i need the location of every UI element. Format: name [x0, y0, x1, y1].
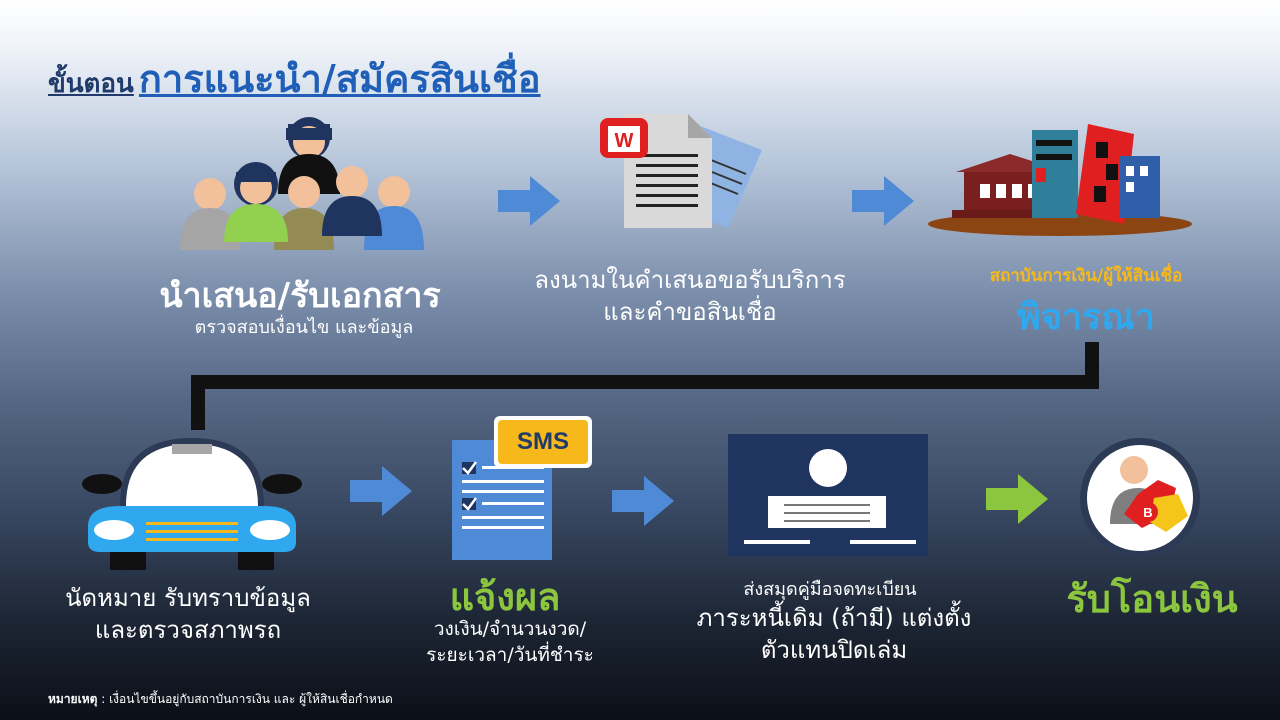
car-icon — [82, 438, 302, 570]
registration-book-icon — [728, 434, 928, 556]
step1-subtitle: ตรวจสอบเงื่อนไข และข้อมูล — [194, 317, 414, 338]
checklist-sms-icon — [452, 416, 592, 560]
footnote: หมายเหตุ : เงื่อนไขขึ้นอยู่กับสถาบันการเ… — [48, 690, 393, 709]
step6-line1: ส่งสมุดคู่มือจดทะเบียน — [743, 579, 917, 600]
connector-line — [191, 342, 1099, 430]
step6-line3: ตัวแทนปิดเล่ม — [760, 636, 908, 664]
arrow-right-icon — [986, 474, 1048, 524]
bank-building-icon — [928, 124, 1192, 236]
step3-small: สถาบันการเงิน/ผู้ให้สินเชื่อ — [989, 266, 1183, 286]
step2-line1: ลงนามในคำเสนอขอรับบริการ — [534, 266, 846, 294]
step7-title: รับโอนเงิน — [1066, 577, 1238, 621]
money-transfer-icon: B — [1080, 438, 1200, 558]
step5-title: แจ้งผล — [449, 575, 561, 619]
step1-title: นำเสนอ/รับเอกสาร — [159, 276, 441, 316]
svg-text:B: B — [1143, 505, 1152, 520]
step4-line2: และตรวจสภาพรถ — [94, 616, 282, 644]
sms-badge: SMS — [516, 428, 570, 455]
step6-line2: ภาระหนี้เดิม (ถ้ามี) แต่งตั้ง — [696, 604, 972, 632]
title-prefix: ขั้นตอน — [48, 69, 134, 99]
page-title: ขั้นตอน การแนะนำ/สมัครสินเชื่อ — [48, 48, 541, 109]
arrow-right-icon — [350, 466, 412, 516]
arrow-right-icon — [498, 176, 560, 226]
step5-line1: วงเงิน/จำนวนงวด/ — [433, 618, 587, 640]
svg-text:W: W — [615, 130, 634, 152]
footnote-label: หมายเหตุ — [48, 692, 98, 706]
step5-line2: ระยะเวลา/วันที่ชำระ — [426, 644, 594, 666]
document-icon: W — [600, 114, 762, 228]
arrow-right-icon — [612, 476, 674, 526]
footnote-text: : เงื่อนไขขึ้นอยู่กับสถาบันการเงิน และ ผ… — [97, 692, 393, 706]
people-icon — [180, 117, 424, 250]
step3-big: พิจารณา — [1017, 297, 1155, 338]
step4-line1: นัดหมาย รับทราบข้อมูล — [65, 584, 311, 612]
arrow-right-icon — [852, 176, 914, 226]
title-main: การแนะนำ/สมัครสินเชื่อ — [138, 57, 541, 101]
step2-line2: และคำขอสินเชื่อ — [603, 298, 777, 326]
